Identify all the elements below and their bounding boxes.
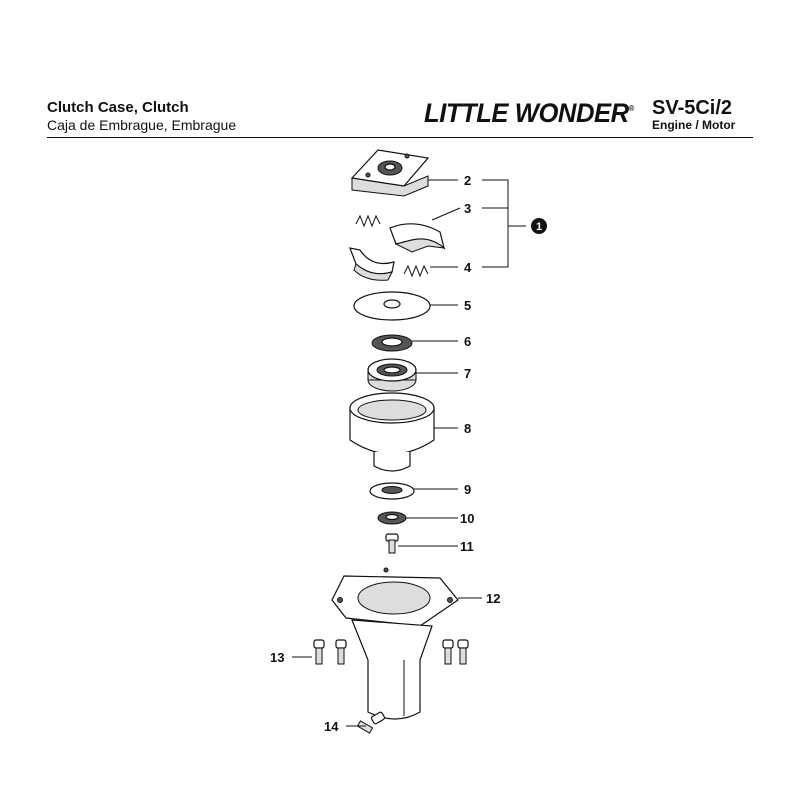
callout-9: 9 — [464, 482, 471, 497]
page-subtitle: Caja de Embrague, Embrague — [47, 117, 237, 133]
callout-11: 11 — [460, 539, 474, 554]
part-14-screw[interactable] — [356, 711, 386, 734]
part-8-clutch-drum[interactable] — [349, 392, 435, 472]
callout-2: 2 — [464, 173, 471, 188]
callout-6: 6 — [464, 334, 471, 349]
part-4-spring-upper[interactable] — [355, 214, 381, 228]
model-number: SV-5Ci/2 — [652, 97, 733, 119]
part-7-bearing[interactable] — [367, 358, 417, 392]
callout-8: 8 — [464, 421, 471, 436]
leader-lines — [292, 179, 526, 727]
part-13-screws[interactable] — [313, 639, 469, 665]
part-9-washer[interactable] — [369, 482, 415, 500]
callout-10: 10 — [460, 511, 474, 526]
section-label: Engine / Motor — [652, 118, 736, 132]
brand-name: LITTLE WONDER — [424, 98, 629, 128]
page-title: Clutch Case, Clutch — [47, 99, 189, 116]
callout-7: 7 — [464, 366, 471, 381]
callout-12: 12 — [486, 591, 500, 606]
part-3-clutch-shoe-upper[interactable] — [389, 223, 446, 253]
part-12-clutch-case[interactable] — [331, 567, 459, 720]
callout-14: 14 — [324, 719, 339, 734]
callout-1-badge — [531, 218, 547, 234]
callout-3: 3 — [464, 201, 471, 216]
part-6-thrust-washer[interactable] — [371, 334, 413, 352]
part-3-clutch-shoe-lower[interactable] — [349, 247, 395, 281]
part-5-washer[interactable] — [353, 291, 431, 321]
header-rule — [47, 137, 753, 138]
part-10-small-washer[interactable] — [377, 511, 407, 525]
part-4-spring-lower[interactable] — [403, 264, 429, 278]
brand-registered-mark: ® — [628, 104, 635, 113]
callout-13: 13 — [270, 650, 284, 665]
callout-1: 1 — [536, 221, 542, 233]
brand-logo: LITTLE WONDER® — [424, 98, 634, 129]
part-11-bolt[interactable] — [385, 533, 399, 554]
callout-4: 4 — [464, 260, 472, 275]
part-2-drive-plate[interactable] — [350, 149, 430, 197]
callout-5: 5 — [464, 298, 471, 313]
